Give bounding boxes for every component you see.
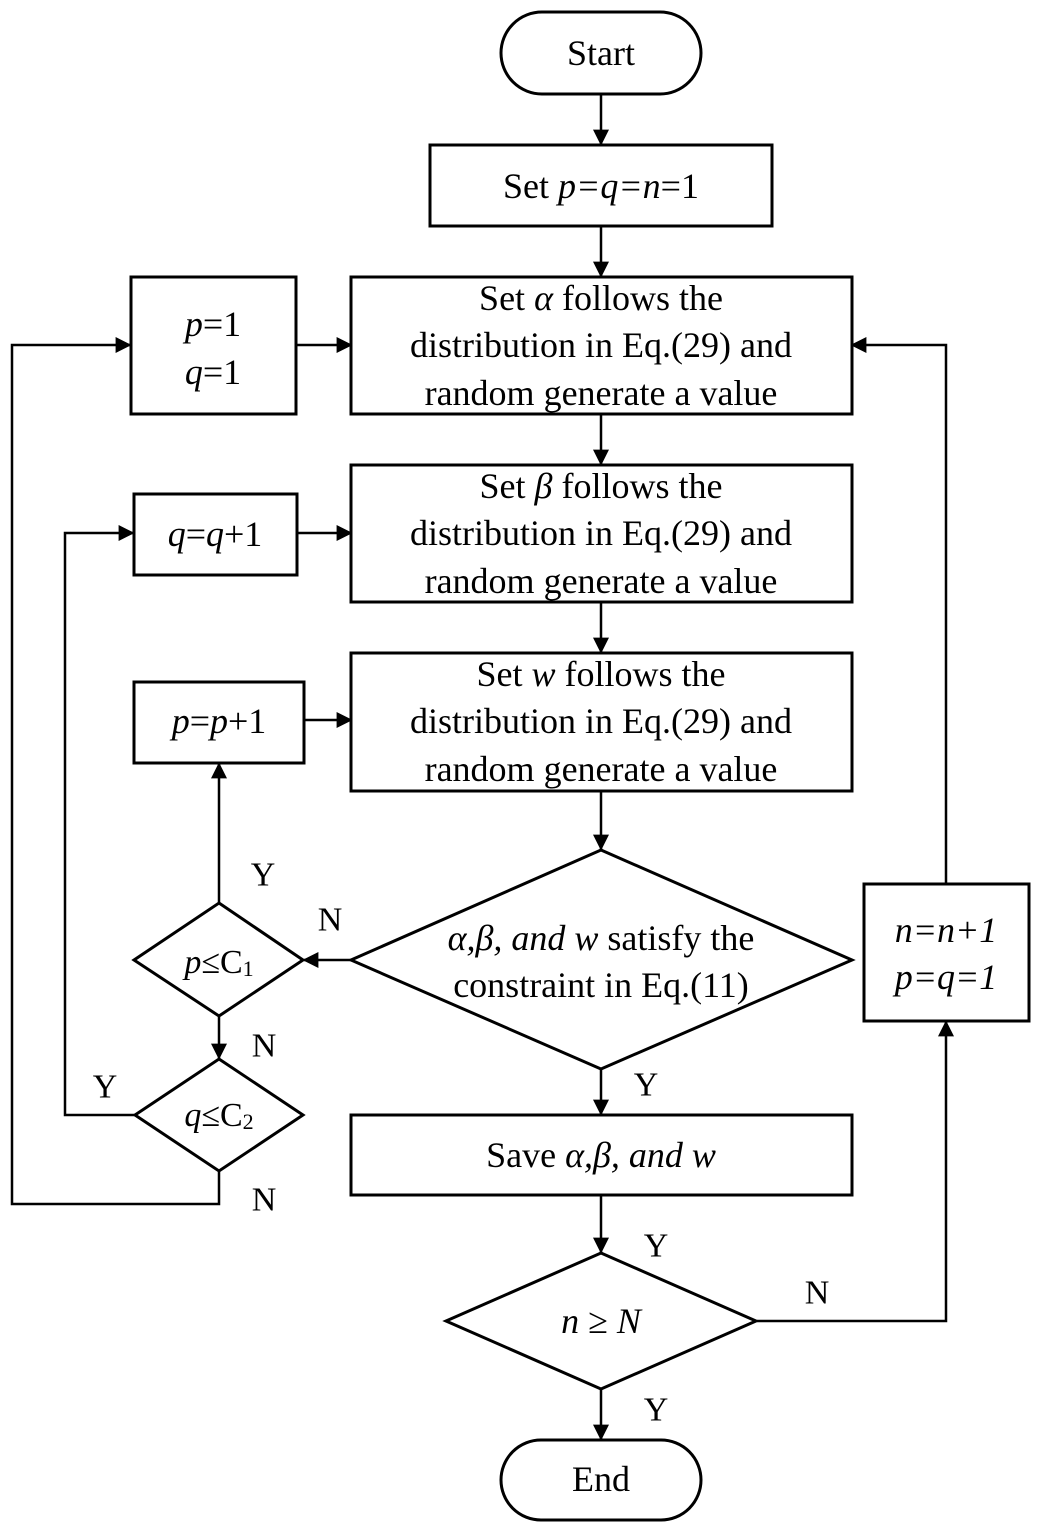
constraint-decision: α,β, and w satisfy the constraint in Eq.… [347, 848, 856, 1071]
p-inc-label: p=p+1 [169, 701, 267, 741]
p-check-yes-label: Y [251, 857, 276, 894]
q-check-yes-label: Y [93, 1069, 118, 1106]
end-label: End [572, 1459, 630, 1499]
w-node: Set w follows the distribution in Eq.(29… [349, 651, 854, 793]
edge-q-check-no-to-reset [10, 337, 221, 1206]
q-inc-node: q=q+1 [132, 492, 299, 577]
p-check-decision: p≤C1 [131, 901, 306, 1018]
constraint-no-label: N [318, 902, 343, 939]
constraint-line-1: α,β, and w satisfy the [448, 918, 755, 958]
save-node: Save α,β, and w [349, 1113, 854, 1197]
w-line-2: distribution in Eq.(29) and [410, 701, 792, 741]
p-check-label: p≤C1 [182, 944, 253, 981]
reset-p-label: p=1 [182, 304, 241, 344]
constraint-line-2: constraint in Eq.(11) [453, 965, 749, 1005]
q-check-no-label: N [252, 1182, 277, 1219]
save-yes-label: Y [644, 1228, 669, 1265]
set-init-label: Set p=q=n=1 [503, 166, 699, 206]
edge-labels: Y N N Y N Y Y N Y [93, 857, 830, 1429]
n-inc-line-2: p=q=1 [892, 957, 998, 997]
p-check-no-label: N [252, 1028, 277, 1065]
edges [10, 95, 954, 1441]
alpha-line-1: Set α follows the [479, 278, 723, 318]
start-node: Start [499, 10, 703, 96]
beta-line-3: random generate a value [425, 561, 778, 601]
start-label: Start [567, 33, 635, 73]
reset-q-label: q=1 [185, 352, 241, 392]
q-check-decision: q≤C2 [132, 1057, 306, 1173]
beta-node: Set β follows the distribution in Eq.(29… [349, 463, 854, 604]
p-inc-node: p=p+1 [132, 680, 306, 765]
n-check-no-label: N [805, 1275, 830, 1312]
constraint-yes-label: Y [634, 1067, 659, 1104]
q-check-label: q≤C2 [184, 1097, 253, 1134]
save-label: Save α,β, and w [486, 1135, 716, 1175]
n-inc-line-1: n=n+1 [895, 910, 998, 950]
w-line-1: Set w follows the [476, 654, 725, 694]
set-init-node: Set p=q=n=1 [428, 143, 774, 228]
beta-line-2: distribution in Eq.(29) and [410, 513, 792, 553]
n-inc-node: n=n+1 p=q=1 [862, 882, 1031, 1023]
w-line-3: random generate a value [425, 749, 778, 789]
alpha-line-2: distribution in Eq.(29) and [410, 325, 792, 365]
edge-n-check-no-to-n-inc [757, 1020, 954, 1323]
edge-n-inc-to-alpha [850, 337, 948, 883]
n-check-label: n ≥ N [561, 1301, 643, 1341]
beta-line-1: Set β follows the [480, 466, 723, 506]
end-node: End [499, 1438, 703, 1522]
alpha-line-3: random generate a value [425, 373, 778, 413]
reset-pq-node: p=1 q=1 [129, 275, 298, 416]
q-inc-label: q=q+1 [168, 514, 263, 554]
n-check-yes-label: Y [644, 1392, 669, 1429]
alpha-node: Set α follows the distribution in Eq.(29… [349, 275, 854, 416]
edge-q-check-yes-to-q-inc [63, 525, 135, 1117]
n-check-decision: n ≥ N [442, 1251, 760, 1391]
